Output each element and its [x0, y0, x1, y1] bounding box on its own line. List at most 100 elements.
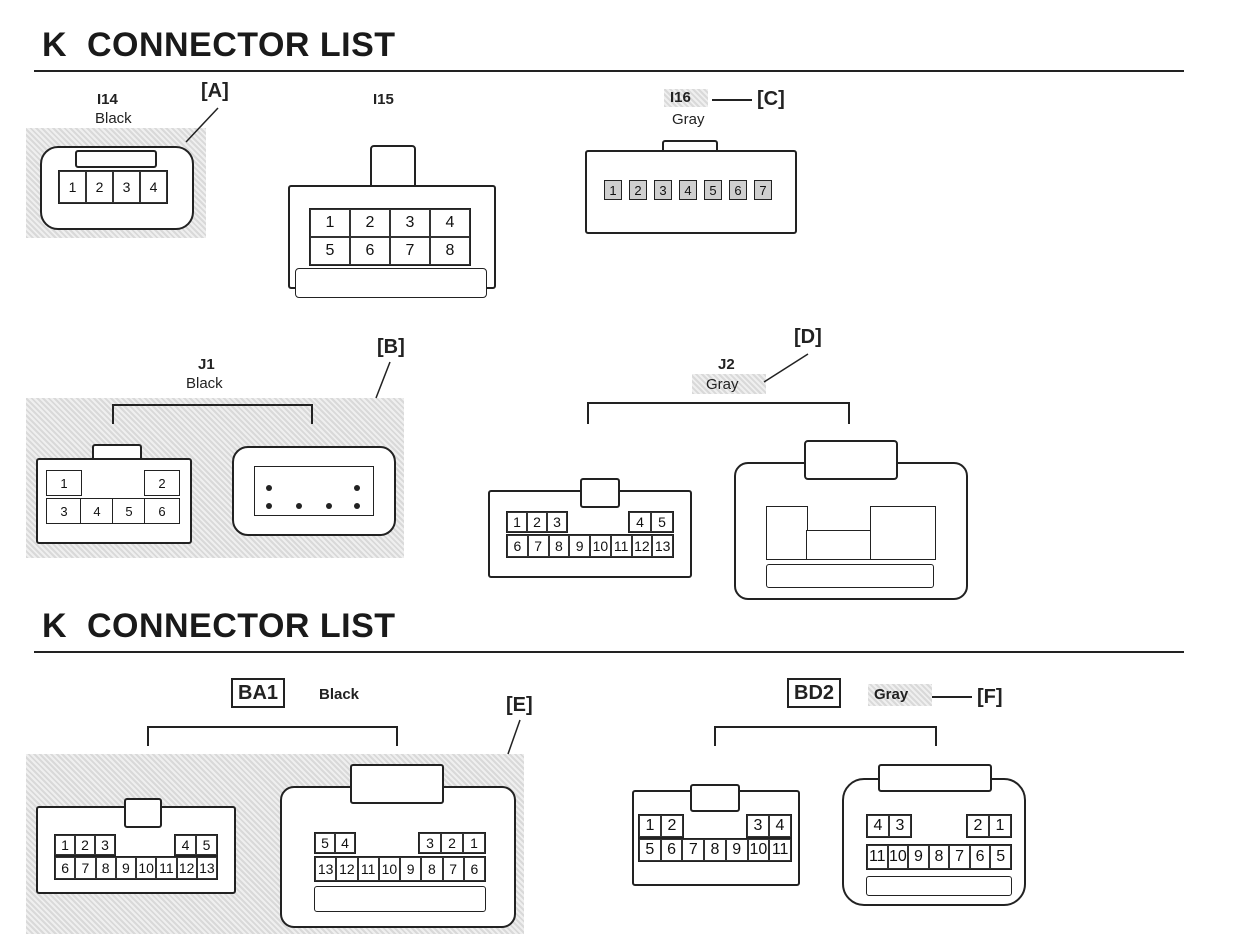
i16-color: Gray [672, 111, 705, 128]
j1-rear-terminal [266, 485, 272, 491]
bd2-rear-pin-10: 10 [887, 845, 909, 869]
j1-pin-6: 6 [144, 498, 180, 524]
section-title-2: K CONNECTOR LIST [42, 607, 396, 645]
i14-id: I14 [97, 91, 118, 108]
ba1-pin-13: 13 [196, 857, 217, 879]
bd2-leader [932, 696, 972, 698]
i15-pin-5: 5 [310, 237, 350, 265]
ba1-left-top-row-right: 4 5 [174, 834, 218, 856]
ba1-rear-pin-12: 12 [336, 857, 358, 881]
bd2-left-top-row: 1 2 [638, 814, 684, 838]
j1-bracket-left [112, 404, 114, 424]
bd2-id: BD2 [787, 678, 842, 708]
i15-pin-1: 1 [310, 209, 350, 237]
j2-pin-1: 1 [507, 512, 527, 532]
bd2-bracket-left [714, 726, 716, 746]
i14-tag: [A] [201, 80, 229, 102]
ba1-pin-5: 5 [196, 835, 217, 855]
i16-id: I16 [670, 89, 691, 106]
j2-top-row-right: 4 5 [628, 511, 674, 533]
ba1-rear-pin-7: 7 [442, 857, 464, 881]
ba1-pin-12: 12 [176, 857, 197, 879]
j2-pin-7: 7 [527, 535, 549, 557]
j2-rear-latch [804, 440, 898, 480]
i14-pin-3: 3 [113, 171, 140, 203]
bd2-pin-9: 9 [725, 839, 748, 861]
j1-rear-terminal [354, 485, 360, 491]
ba1-pin-3: 3 [95, 835, 115, 855]
i16-id-shade [664, 89, 708, 107]
ba1-latch [124, 798, 162, 828]
ba1-left-bottom-row: 6 7 8 9 10 11 12 13 [54, 856, 218, 880]
j1-pin-1: 1 [46, 470, 82, 496]
j2-bracket-left [587, 402, 589, 424]
j2-bottom-row: 6 7 8 9 10 11 12 13 [506, 534, 674, 558]
i14-pin-grid: 1 2 3 4 [58, 170, 168, 204]
i15-id: I15 [373, 91, 394, 108]
j1-id: J1 [198, 356, 215, 373]
ba1-rear-pin-11: 11 [357, 857, 379, 881]
i15-pin-3: 3 [390, 209, 430, 237]
i16-tag: [C] [757, 88, 785, 110]
ba1-rear-pin-9: 9 [400, 857, 422, 881]
i16-pin-7: 7 [754, 180, 772, 200]
j2-tag: [D] [794, 326, 822, 348]
bd2-rear-pin-2: 2 [967, 815, 989, 837]
bd2-pin-7: 7 [682, 839, 705, 861]
j2-latch [580, 478, 620, 508]
j2-rear-cavities-left [766, 506, 808, 560]
j1-rear-terminal [266, 503, 272, 509]
j2-pin-10: 10 [590, 535, 611, 557]
ba1-tag: [E] [506, 694, 533, 716]
j2-rear-foot [766, 564, 934, 588]
bd2-pin-5: 5 [639, 839, 661, 861]
bd2-color-shade [868, 684, 932, 706]
bd2-rear-pin-1: 1 [989, 815, 1011, 837]
i14-latch [75, 150, 157, 168]
i16-pin-6: 6 [729, 180, 747, 200]
bd2-rear-pin-4: 4 [867, 815, 889, 837]
j2-pin-4: 4 [629, 512, 651, 532]
bd2-tag: [F] [977, 686, 1003, 708]
j2-bracket-right [848, 402, 850, 424]
j1-bracket [112, 404, 312, 406]
i15-base [295, 268, 487, 298]
ba1-pin-10: 10 [136, 857, 157, 879]
ba1-rear-pin-8: 8 [421, 857, 443, 881]
ba1-left-top-row: 1 2 3 [54, 834, 116, 856]
i14-color: Black [95, 110, 132, 127]
ba1-rear-pin-4: 4 [335, 833, 355, 853]
ba1-rear-top-right: 3 2 1 [418, 832, 486, 854]
j2-bracket [587, 402, 849, 404]
ba1-id: BA1 [231, 678, 286, 708]
j2-color: Gray [706, 376, 739, 393]
bd2-bracket-right [935, 726, 937, 746]
j1-rear-terminal [296, 503, 302, 509]
bd2-pin-4: 4 [769, 815, 791, 837]
ba1-rear-pin-5: 5 [315, 833, 335, 853]
ba1-pin-4: 4 [175, 835, 196, 855]
bd2-left-top-row-right: 3 4 [746, 814, 792, 838]
i16-pin-1: 1 [604, 180, 622, 200]
ba1-tag-leader [507, 719, 521, 755]
bd2-pin-8: 8 [704, 839, 726, 861]
ba1-rear-pin-2: 2 [441, 833, 463, 853]
bd2-rear-latch [878, 764, 992, 792]
bd2-left-bottom-row: 5 6 7 8 9 10 11 [638, 838, 792, 862]
ba1-rear-pin-3: 3 [419, 833, 441, 853]
bd2-rear-pin-5: 5 [990, 845, 1011, 869]
ba1-pin-2: 2 [75, 835, 95, 855]
i14-tag-leader [185, 107, 219, 143]
ba1-color: Black [319, 686, 360, 703]
j2-pin-11: 11 [610, 535, 632, 557]
i16-leader [712, 99, 752, 101]
bd2-rear-bottom-row: 11 10 9 8 7 6 5 [866, 844, 1012, 870]
i15-pin-2: 2 [350, 209, 390, 237]
bd2-rear-foot [866, 876, 1012, 896]
ba1-pin-1: 1 [55, 835, 75, 855]
j1-color: Black [186, 375, 223, 392]
j2-id: J2 [718, 356, 735, 373]
bd2-color: Gray [874, 686, 909, 703]
section-rule-2 [34, 651, 1184, 653]
